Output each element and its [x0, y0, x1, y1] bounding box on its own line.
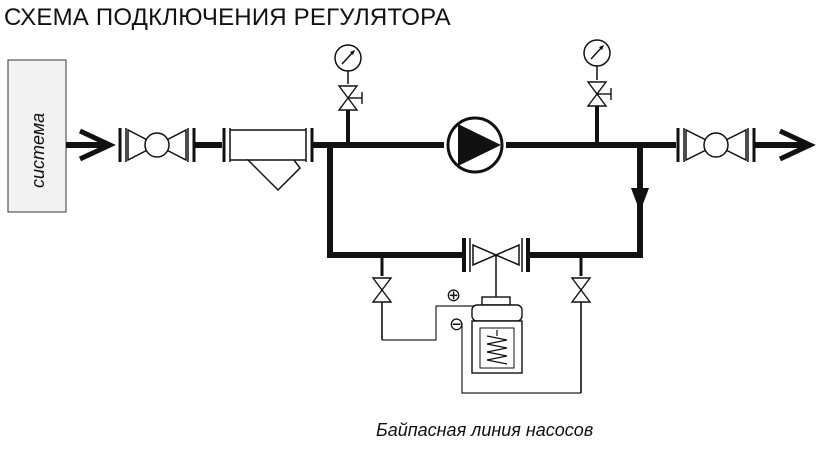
gauge-valve-left [337, 85, 363, 142]
pressure-regulator-actuator [471, 296, 523, 374]
system-label: система [28, 113, 48, 188]
impulse-lines [382, 305, 581, 394]
impulse-valve-left [371, 258, 393, 340]
diagram-title: СХЕМА ПОДКЛЮЧЕНИЯ РЕГУЛЯТОРА [4, 4, 451, 31]
gauge-valve-right [586, 81, 612, 142]
circulation-pump [446, 116, 504, 174]
pressure-gauge-right [583, 39, 611, 80]
bypass-caption: Байпасная линия насосов [376, 420, 594, 440]
minus-port-marker: ⊖ [449, 314, 464, 335]
outlet-arrow [754, 128, 816, 162]
impulse-valve-right [570, 258, 592, 393]
pressure-gauge-left [334, 44, 362, 84]
inlet-ball-valve [118, 128, 196, 162]
outlet-ball-valve [676, 128, 756, 162]
y-strainer-filter [222, 128, 314, 192]
inlet-arrow [66, 128, 116, 162]
bypass-regulating-valve [462, 238, 530, 298]
system-box: система [7, 59, 67, 213]
bypass-loop-pipe [327, 145, 649, 258]
plus-port-marker: ⊕ [446, 285, 461, 306]
